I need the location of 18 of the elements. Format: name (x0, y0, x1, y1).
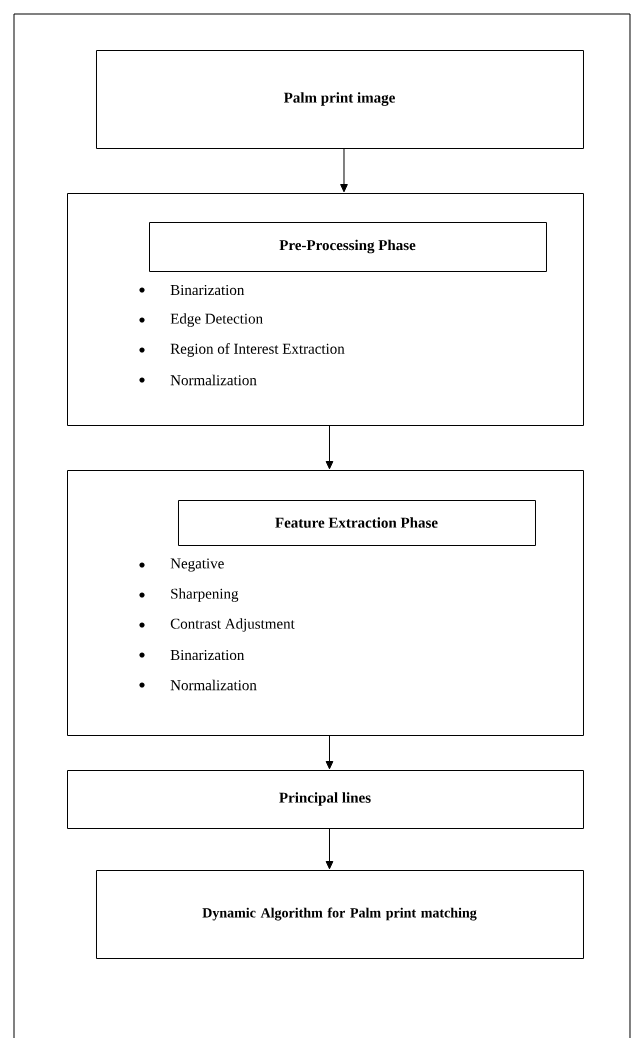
list-item: Contrast Adjustment (170, 618, 295, 632)
process-box: Dynamic Algorithm for Palm print matching (96, 870, 584, 959)
arrow (325, 735, 334, 770)
list-item: Sharpening (171, 588, 239, 602)
arrow (325, 425, 334, 470)
arrow (340, 148, 348, 193)
process-box: Principal lines (67, 770, 584, 829)
list-item: Binarization (170, 649, 245, 661)
arrow (325, 828, 334, 870)
process-box: Palm print image (96, 50, 584, 149)
list-item: Region of Interest Extraction (170, 343, 345, 357)
heading-box: Pre-Processing Phase (149, 222, 547, 272)
list-item: Edge Detection (170, 313, 263, 327)
heading-box: Feature Extraction Phase (178, 500, 536, 546)
list-item: Normalization (170, 679, 257, 691)
list-item: Binarization (170, 284, 245, 296)
list-item: Normalization (170, 374, 257, 386)
list-item: Negative (170, 558, 224, 572)
